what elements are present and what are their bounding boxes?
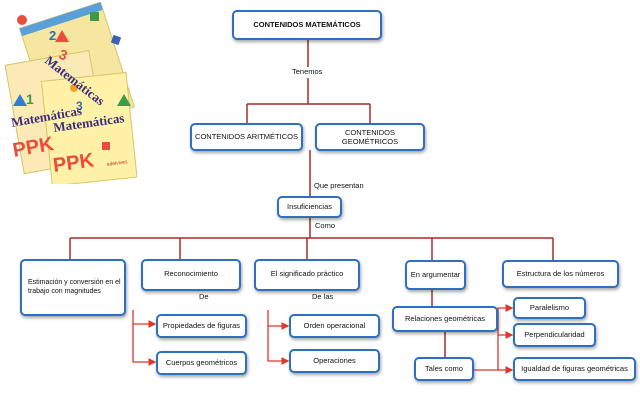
link-label-de-las: De las (312, 292, 334, 301)
svg-text:1: 1 (26, 91, 34, 107)
practical-meaning-node: El significado práctico (254, 259, 360, 291)
svg-text:2: 2 (49, 28, 56, 43)
math-books-cover-image: 2 1 3 3 Matemáticas Matemáticas Matemáti… (4, 2, 137, 184)
svg-text:3: 3 (76, 99, 83, 113)
perpendicularity-node: Perpendicularidad (513, 323, 596, 347)
link-label-tenemos: Tenemos (292, 67, 323, 76)
figure-properties-node: Propiedades de figuras (156, 314, 247, 338)
geometric-relations-node: Relaciones geométricas (392, 306, 498, 332)
operations-node: Operaciones (289, 349, 380, 373)
number-structure-node: Estructura de los números (502, 260, 619, 288)
insufficiencies-node: Insuficiencias (277, 196, 342, 218)
root-node: CONTENIDOS MATEMÁTICOS (232, 10, 382, 40)
link-label-como: Como (315, 221, 336, 230)
link-label-que-presentan: Que presentan (314, 181, 364, 190)
svg-text:edelvives: edelvives (106, 159, 128, 168)
link-label-de: De (199, 292, 209, 301)
recognition-node: Reconocimiento (141, 259, 241, 291)
arithmetic-contents-node: CONTENIDOS ARITMÉTICOS (190, 123, 303, 151)
geometric-contents-node: CONTENIDOS GEOMÉTRICOS (315, 123, 425, 151)
parallelism-node: Paralelismo (513, 297, 586, 319)
argue-node: En argumentar (405, 260, 466, 290)
estimation-node: Estimación y conversión en el trabajo co… (20, 259, 126, 316)
geometric-bodies-node: Cuerpos geométricos (156, 351, 247, 375)
such-as-node: Tales como (414, 357, 474, 381)
operational-order-node: Orden operacional (289, 314, 380, 338)
figure-equality-node: Igualdad de figuras geométricas (513, 357, 636, 381)
